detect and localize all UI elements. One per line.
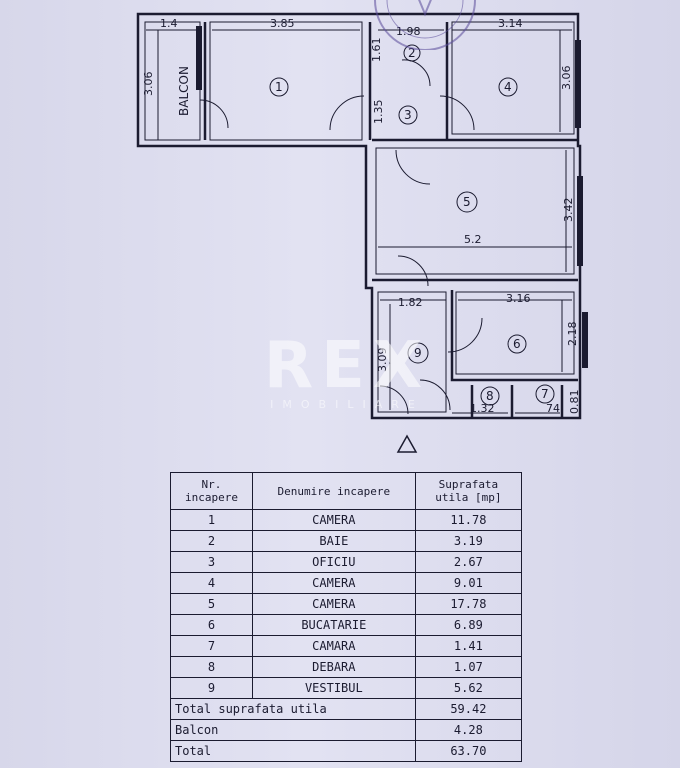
windows: [196, 26, 588, 368]
room-marker-2: 2: [408, 46, 416, 60]
room-marker-circles: [269, 44, 555, 406]
table-header-row: Nr. incapere Denumire incapere Suprafata…: [170, 472, 523, 510]
total-label: Total: [170, 740, 416, 762]
cell-nr: 3: [170, 551, 253, 573]
room-marker-7: 7: [541, 387, 549, 401]
cell-nr: 6: [170, 614, 253, 636]
inner-lines: [144, 21, 575, 415]
total-value: 4.28: [414, 719, 523, 741]
cell-name: DEBARA: [251, 656, 416, 678]
total-value: 63.70: [414, 740, 523, 762]
cell-area: 9.01: [414, 572, 523, 594]
entrance-arrow-icon: [396, 434, 418, 453]
dim-74: 74: [546, 402, 560, 415]
cell-area: 6.89: [414, 614, 523, 636]
cell-area: 3.19: [414, 530, 523, 552]
header-nr: Nr. incapere: [170, 472, 253, 510]
official-stamp: [374, 0, 476, 50]
dim-3-42: 3.42: [562, 198, 575, 223]
room-marker-8: 8: [486, 389, 494, 403]
cell-nr: 1: [170, 509, 253, 531]
balcon-label: BALCON: [177, 66, 191, 116]
dim-3-09: 3.09: [376, 348, 389, 373]
dim-3-85: 3.85: [270, 17, 295, 30]
cell-area: 5.62: [414, 677, 523, 699]
rooms-table: Nr. incapere Denumire incapere Suprafata…: [170, 472, 523, 762]
dim-1-32: 1.32: [470, 402, 495, 415]
dim-1-4: 1.4: [160, 17, 178, 30]
dim-5-2: 5.2: [464, 233, 482, 246]
dim-1-61: 1.61: [370, 38, 383, 63]
cell-nr: 8: [170, 656, 253, 678]
dim-1-82: 1.82: [398, 296, 423, 309]
cell-name: CAMERA: [251, 593, 416, 615]
cell-name: CAMERA: [251, 509, 416, 531]
room-marker-4: 4: [504, 80, 512, 94]
cell-name: BAIE: [251, 530, 416, 552]
walls: [136, 12, 582, 420]
dim-1-35: 1.35: [372, 100, 385, 125]
cell-area: 1.07: [414, 656, 523, 678]
cell-area: 11.78: [414, 509, 523, 531]
dim-2-18: 2.18: [566, 322, 579, 347]
room-marker-9: 9: [414, 346, 422, 360]
header-area: Suprafata utila [mp]: [414, 472, 523, 510]
dim-1-98: 1.98: [396, 25, 421, 38]
total-value: 59.42: [414, 698, 523, 720]
header-name: Denumire incapere: [251, 472, 416, 510]
cell-name: VESTIBUL: [251, 677, 416, 699]
cell-area: 1.41: [414, 635, 523, 657]
cell-name: CAMERA: [251, 572, 416, 594]
cell-name: OFICIU: [251, 551, 416, 573]
cell-area: 2.67: [414, 551, 523, 573]
cell-nr: 9: [170, 677, 253, 699]
cell-nr: 2: [170, 530, 253, 552]
dim-3-16: 3.16: [506, 292, 531, 305]
cell-nr: 5: [170, 593, 253, 615]
cell-name: BUCATARIE: [251, 614, 416, 636]
cell-nr: 7: [170, 635, 253, 657]
dim-0-81: 0.81: [568, 390, 581, 415]
dim-3-06-left: 3.06: [142, 72, 155, 97]
total-label: Total suprafata utila: [170, 698, 416, 720]
dimension-lines: [146, 29, 572, 414]
dim-3-06-right: 3.06: [560, 66, 573, 91]
room-marker-5: 5: [463, 195, 471, 209]
room-marker-6: 6: [513, 337, 521, 351]
cell-name: CAMARA: [251, 635, 416, 657]
cell-nr: 4: [170, 572, 253, 594]
total-label: Balcon: [170, 719, 416, 741]
floor-plan: 1.4 3.85 1.98 3.14 3.06 1.61 1.35 3.06 3…: [136, 12, 588, 453]
cell-area: 17.78: [414, 593, 523, 615]
dim-3-14: 3.14: [498, 17, 523, 30]
room-marker-3: 3: [404, 108, 412, 122]
room-marker-1: 1: [275, 80, 283, 94]
